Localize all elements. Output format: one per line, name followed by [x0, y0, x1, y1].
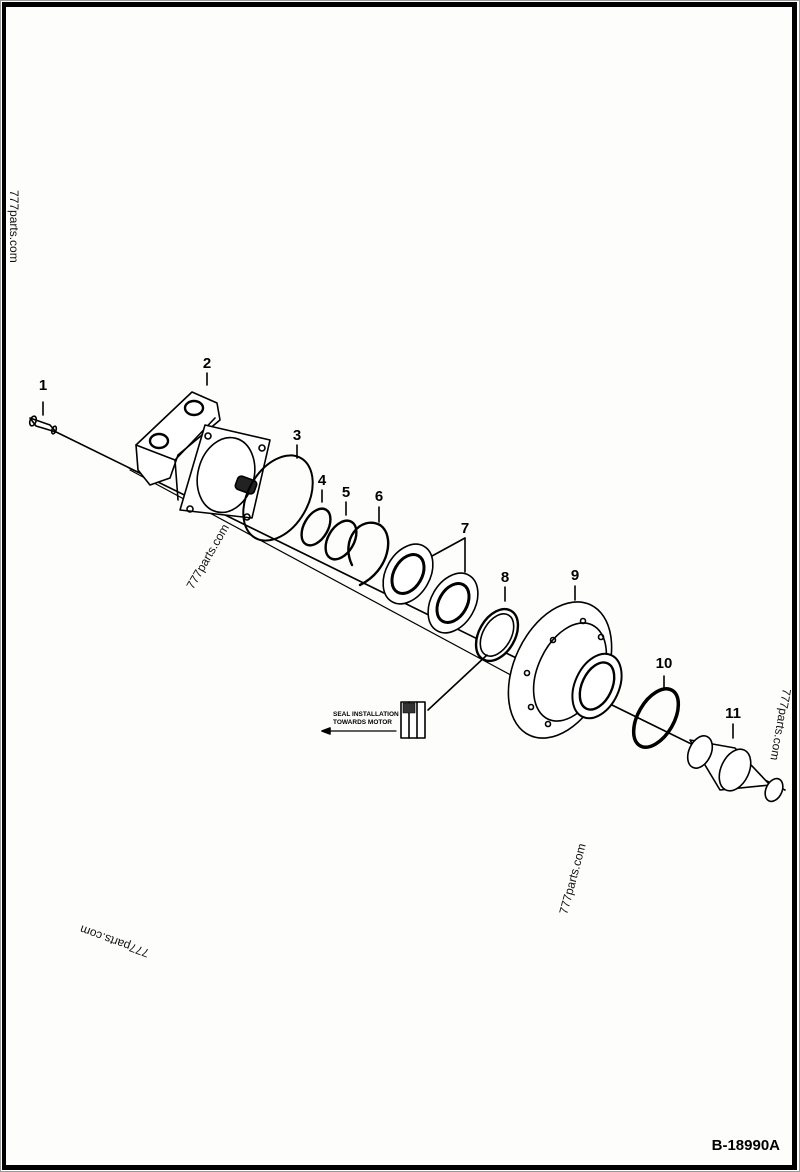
callout-7: 7 — [461, 520, 469, 537]
callout-labels: 1 2 3 4 5 6 7 8 9 10 11 — [39, 355, 741, 722]
watermark: 777parts.com — [7, 190, 21, 263]
callout-2: 2 — [203, 355, 211, 372]
part-5-ring — [324, 501, 358, 561]
callout-5: 5 — [342, 484, 350, 501]
callout-11: 11 — [725, 705, 741, 722]
part-10-seal — [631, 675, 681, 749]
callout-6: 6 — [375, 488, 383, 505]
part-6-snap-ring — [347, 506, 390, 587]
callout-9: 9 — [571, 567, 579, 584]
watermark: 777parts.com — [183, 522, 231, 592]
watermark: 777parts.com — [556, 842, 588, 916]
callout-3: 3 — [293, 427, 301, 444]
part-9-hub — [507, 585, 623, 739]
callout-4: 4 — [318, 472, 327, 489]
part-8-seal — [427, 586, 520, 711]
assembly-axis-line — [47, 427, 786, 791]
seal-installation-icon — [321, 701, 426, 739]
part-4-ring — [300, 489, 332, 547]
callout-1: 1 — [39, 377, 47, 394]
part-7-bearings — [382, 537, 479, 634]
watermark: 777parts.com — [767, 687, 793, 761]
watermark: 777parts.com — [78, 922, 151, 960]
callout-8: 8 — [501, 569, 509, 586]
part-2-motor — [135, 372, 271, 521]
part-3-o-ring — [242, 444, 314, 542]
callout-10: 10 — [656, 655, 673, 672]
seal-note-line-1: SEAL INSTALLATION — [333, 711, 399, 718]
part-1-fitting — [28, 401, 58, 435]
part-11-shaft — [686, 723, 784, 803]
seal-note-line-2: TOWARDS MOTOR — [333, 719, 392, 726]
figure-id: B-18990A — [711, 1137, 780, 1154]
